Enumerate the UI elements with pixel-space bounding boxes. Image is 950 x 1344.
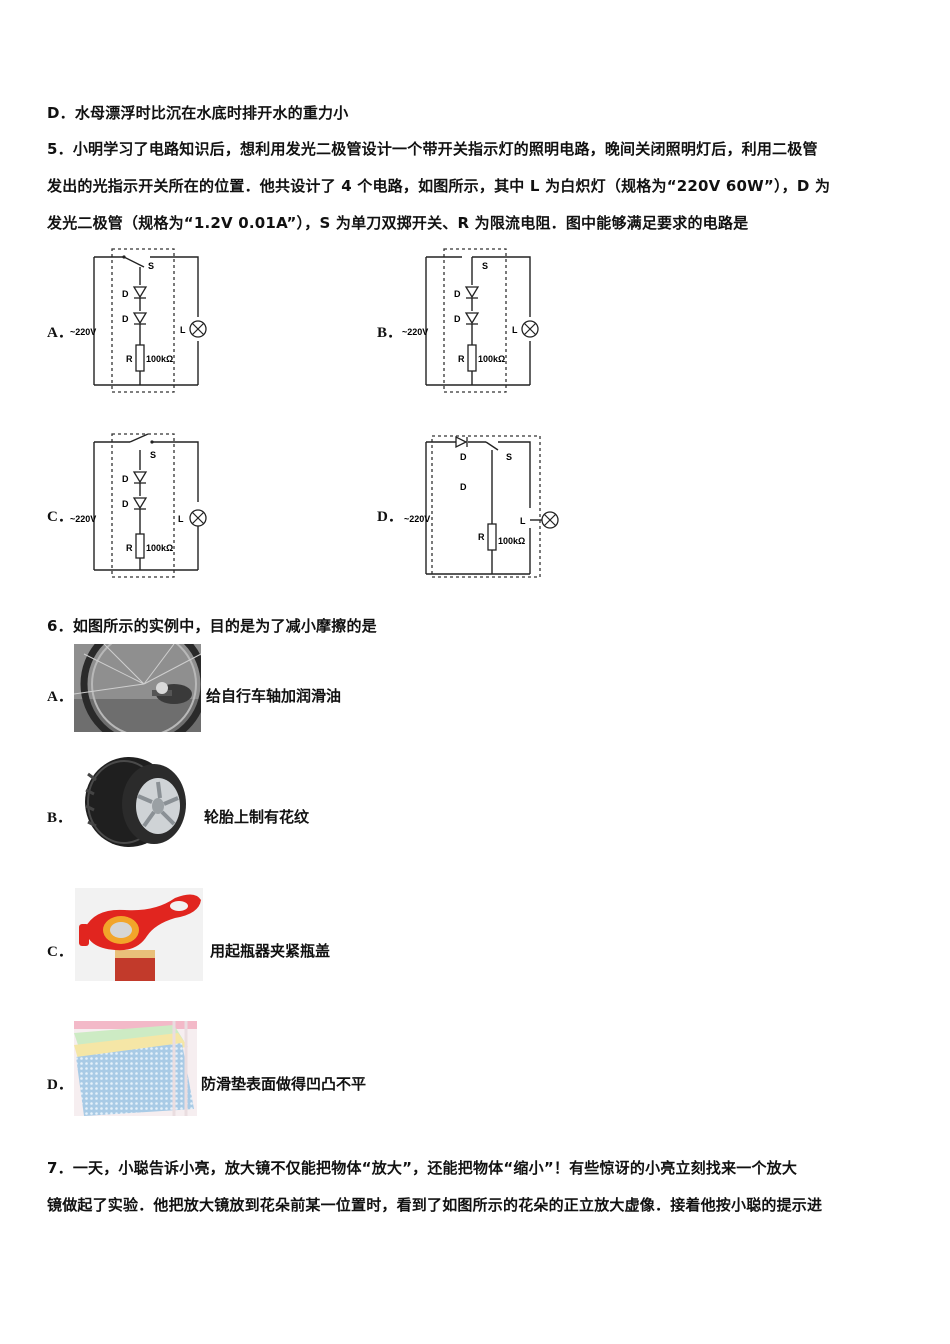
diode-label: D [454,314,461,324]
diode-label: D [454,289,461,299]
circuit-diagram-c: S D D ~220V R 100kΩ L [70,433,207,578]
q5-stem-line1: 5．小明学习了电路知识后，想利用发光二极管设计一个带开关指示灯的照明电路，晚间关… [47,140,818,158]
q6-option-c-text: 用起瓶器夹紧瓶盖 [210,942,331,960]
q7-stem-line2: 镜做起了实验．他把放大镜放到花朵前某一位置时，看到了如图所示的花朵的正立放大虚像… [47,1196,823,1214]
diode-label: D [122,314,129,324]
tire-photo [74,754,199,849]
diode-label: D [122,499,129,509]
lamp-label: L [178,514,184,524]
resistor-name-label: R [126,354,133,364]
resistor-name-label: R [126,543,133,553]
resistor-value-label: 100kΩ [146,543,173,553]
bottle-opener-photo [75,888,203,981]
q4-option-d: D．水母漂浮时比沉在水底时排开水的重力小 [47,104,349,122]
q5-option-d-letter: D． [377,509,403,525]
switch-label: S [506,452,512,462]
circuit-diagram-b: S D D ~220V R 100kΩ L [402,248,539,393]
q5-stem-line2: 发出的光指示开关所在的位置．他共设计了 4 个电路，如图所示，其中 L 为白炽灯… [47,177,831,195]
voltage-label: ~220V [70,514,96,524]
switch-label: S [482,261,488,271]
q6-option-d-text: 防滑垫表面做得凹凸不平 [201,1075,367,1093]
q5-option-b-letter: B． [377,325,403,341]
q5-stem-line3: 发光二极管（规格为“1.2V 0.01A”），S 为单刀双掷开关、R 为限流电阻… [47,214,749,232]
voltage-label: ~220V [404,514,430,524]
q7-stem-line1: 7．一天，小聪告诉小亮，放大镜不仅能把物体“放大”，还能把物体“缩小”！有些惊讶… [47,1159,798,1177]
anti-slip-mat-photo [74,1021,197,1116]
resistor-name-label: R [458,354,465,364]
diode-label: D [460,452,467,462]
resistor-name-label: R [478,532,485,542]
lamp-label: L [180,325,186,335]
resistor-value-label: 100kΩ [146,354,173,364]
resistor-value-label: 100kΩ [498,536,525,546]
q6-option-a-text: 给自行车轴加润滑油 [206,687,342,705]
circuit-diagram-d: S D D ~220V R 100kΩ L [404,435,559,578]
q5-option-c-letter: C． [47,509,73,525]
lamp-label: L [520,516,526,526]
switch-label: S [150,450,156,460]
circuit-diagram-a: S D D ~220V R 100kΩ L [70,248,207,393]
q6-option-b-letter: B． [47,810,73,826]
voltage-label: ~220V [70,327,96,337]
q6-option-d-letter: D． [47,1077,73,1093]
diode-label: D [122,289,129,299]
lamp-label: L [512,325,518,335]
q6-option-b-text: 轮胎上制有花纹 [204,808,310,826]
q6-option-c-letter: C． [47,944,73,960]
bicycle-oiling-photo [74,644,201,732]
switch-label: S [148,261,154,271]
q5-option-a-letter: A． [47,325,73,341]
voltage-label: ~220V [402,327,428,337]
diode-label: D [460,482,467,492]
diode-label: D [122,474,129,484]
q6-option-a-letter: A． [47,689,73,705]
q6-stem: 6．如图所示的实例中，目的是为了减小摩擦的是 [47,617,377,635]
resistor-value-label: 100kΩ [478,354,505,364]
